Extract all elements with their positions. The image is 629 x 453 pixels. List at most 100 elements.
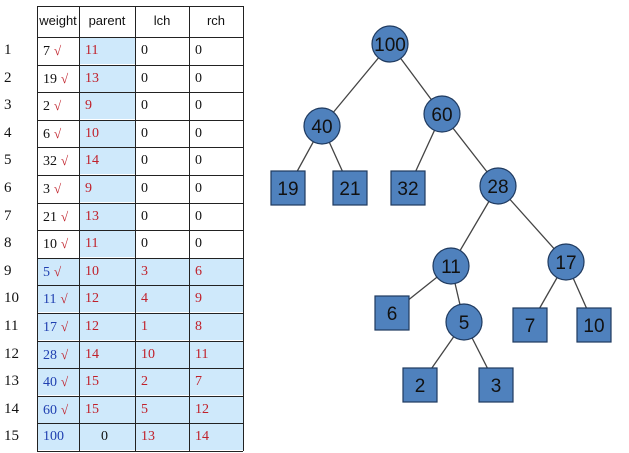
internal-node-circle	[303, 107, 341, 145]
cell-rch: 8	[189, 313, 243, 340]
cell-weight-text: 28	[43, 347, 57, 363]
cell-weight-text: 11	[43, 292, 57, 308]
tree-node-label: 100	[374, 35, 406, 56]
row-number: 5	[4, 152, 12, 169]
cell-weight-text: 21	[43, 209, 57, 225]
internal-node-circle	[432, 247, 470, 285]
cell-lch-text: 0	[141, 70, 148, 86]
cell-rch: 0	[189, 37, 243, 64]
cell-parent: 15	[79, 368, 135, 396]
grid-hline	[37, 37, 243, 38]
grid-hline	[37, 92, 243, 94]
cell-lch: 0	[135, 120, 189, 147]
cell-rch-text: 0	[195, 70, 202, 86]
row-number: 1	[4, 42, 12, 58]
check-mark-icon: √	[61, 374, 69, 390]
cell-weight: 11√	[37, 285, 79, 313]
cell-lch-text: 4	[141, 291, 148, 307]
check-mark-icon: √	[54, 43, 62, 58]
grid-hline	[37, 175, 243, 176]
row-number: 9	[4, 262, 12, 279]
cell-weight-text: 100	[43, 429, 64, 445]
row-number: 6	[4, 180, 12, 196]
cell-parent: 11	[79, 37, 135, 64]
cell-parent-text: 9	[85, 98, 92, 114]
cell-lch: 3	[135, 257, 189, 285]
check-mark-icon: √	[61, 153, 69, 169]
row-number: 4	[4, 124, 12, 141]
cell-lch: 0	[135, 92, 189, 119]
cell-rch: 6	[189, 257, 243, 285]
cell-rch: 0	[189, 203, 243, 230]
internal-node-circle	[423, 95, 461, 133]
cell-lch: 0	[135, 147, 189, 174]
tree-node-7: 7	[512, 307, 548, 343]
row-number: 8	[4, 235, 12, 252]
cell-rch-text: 12	[195, 401, 209, 417]
grid-hline	[37, 119, 243, 121]
cell-parent: 13	[79, 202, 135, 230]
tree-node-100: 100	[371, 25, 409, 63]
cell-weight-text: 7	[43, 44, 50, 59]
cell-lch-text: 13	[141, 429, 155, 445]
cell-weight-text: 17	[43, 320, 57, 335]
tree-node-10: 10	[576, 307, 612, 343]
cell-weight-text: 2	[43, 99, 50, 115]
grid-hline	[37, 64, 243, 66]
cell-lch: 0	[135, 175, 189, 202]
tree-node-label: 32	[397, 179, 418, 200]
cell-weight-text: 60	[43, 402, 57, 418]
cell-lch-text: 0	[141, 236, 148, 252]
cell-rch-text: 7	[195, 374, 202, 390]
cell-parent-text: 10	[85, 263, 99, 279]
cell-weight: 21√	[37, 203, 79, 230]
tree-node-label: 40	[311, 117, 332, 138]
row-number: 10	[4, 290, 19, 307]
cell-rch: 0	[189, 147, 243, 174]
leaf-node-square	[478, 367, 514, 403]
leaf-node-square	[512, 307, 548, 343]
grid-hline	[37, 423, 243, 425]
check-mark-icon: √	[54, 263, 62, 279]
cell-rch: 0	[189, 175, 243, 202]
cell-rch-text: 14	[195, 429, 209, 445]
tree-node-label: 2	[415, 376, 426, 397]
cell-rch-text: 0	[195, 125, 202, 141]
cell-weight: 40√	[37, 368, 79, 396]
cell-rch-text: 0	[195, 208, 202, 224]
cell-rch: 0	[189, 230, 243, 257]
cell-weight: 6√	[37, 120, 79, 147]
cell-rch: 14	[189, 423, 243, 451]
cell-weight-text: 10	[43, 237, 57, 253]
cell-parent: 14	[79, 340, 135, 368]
cell-parent-text: 9	[85, 181, 92, 196]
cell-weight: 19√	[37, 65, 79, 92]
grid-hline	[37, 230, 243, 232]
cell-parent: 14	[79, 147, 135, 175]
grid-hline	[37, 313, 243, 314]
cell-rch-text: 0	[195, 181, 202, 196]
cell-lch-text: 2	[141, 374, 148, 390]
grid-vline	[243, 6, 244, 451]
grid-hline	[37, 6, 243, 7]
tree-node-60: 60	[423, 95, 461, 133]
check-mark-icon: √	[54, 98, 62, 114]
grid-vline	[79, 6, 80, 451]
cell-parent: 11	[79, 230, 135, 258]
cell-rch: 7	[189, 368, 243, 396]
cell-weight: 60√	[37, 395, 79, 423]
leaf-node-square	[576, 307, 612, 343]
tree-node-2: 2	[402, 367, 438, 403]
cell-lch-text: 0	[141, 208, 148, 224]
cell-lch-text: 3	[141, 263, 148, 279]
grid-vline	[37, 6, 38, 451]
cell-rch-text: 0	[195, 153, 202, 169]
tree-node-5: 5	[445, 303, 483, 341]
tree-node-label: 11	[441, 257, 461, 278]
internal-node-circle	[445, 303, 483, 341]
cell-lch: 0	[135, 37, 189, 64]
leaf-node-square	[390, 170, 426, 206]
cell-parent: 10	[79, 119, 135, 147]
row-number: 3	[4, 97, 12, 114]
cell-parent-text: 12	[85, 319, 99, 334]
